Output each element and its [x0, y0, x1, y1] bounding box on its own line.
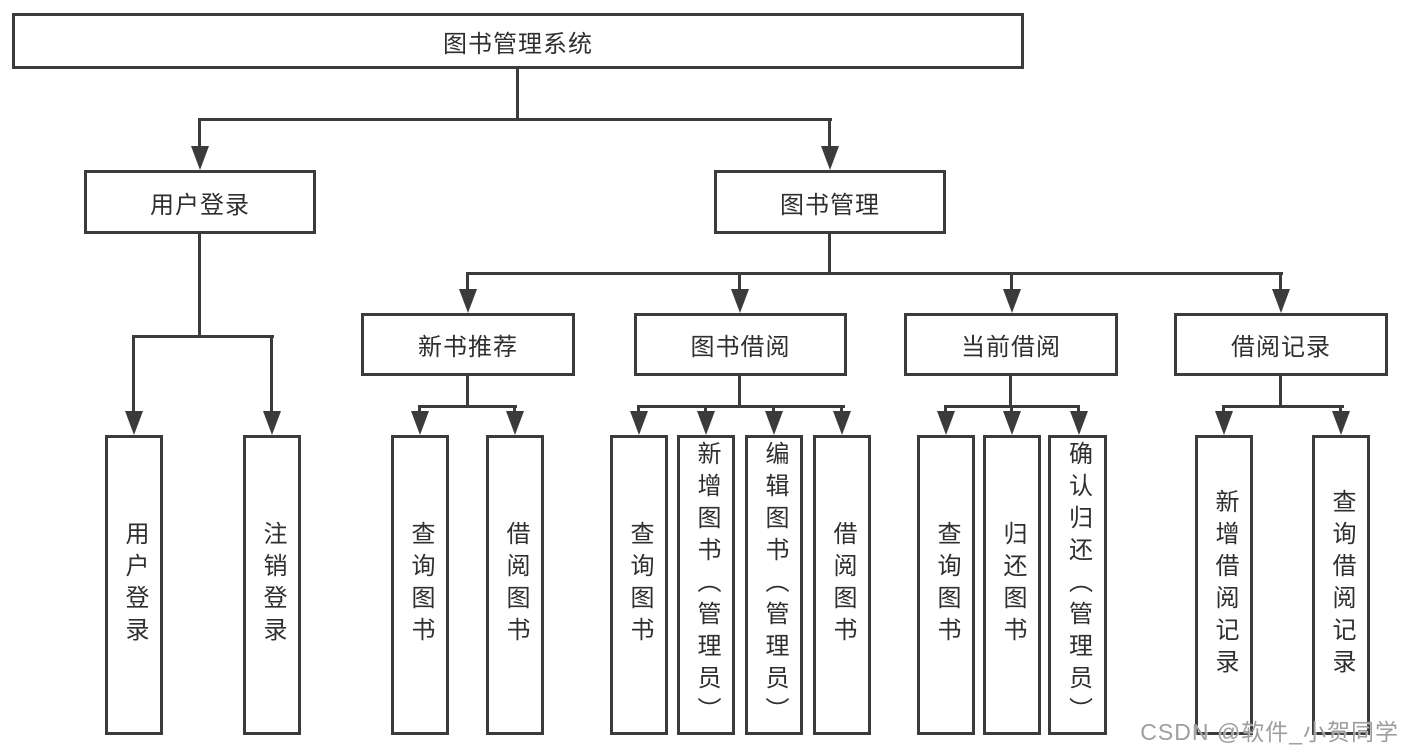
node-label: 注销登录: [259, 521, 286, 649]
line-v: [198, 234, 201, 335]
arrowhead: [125, 411, 143, 435]
node-label: 图书借阅: [690, 334, 791, 361]
arrowhead: [1215, 411, 1233, 435]
line-v: [944, 405, 947, 415]
leaf-user-login: 用户登录: [105, 435, 163, 735]
line-v: [1010, 272, 1013, 292]
line-v: [1222, 405, 1225, 415]
node-label: 借阅记录: [1231, 334, 1331, 361]
leaf-add-books-admin: 新增图书（管理员）: [677, 435, 735, 735]
line-v: [418, 405, 421, 415]
node-new-book-recommendation: 新书推荐: [361, 313, 575, 376]
line-v: [840, 405, 843, 415]
arrowhead: [937, 411, 955, 435]
line-v: [466, 272, 469, 292]
arrowhead: [765, 411, 783, 435]
line-v: [516, 69, 519, 118]
arrowhead: [731, 289, 749, 313]
line-v: [513, 405, 516, 415]
leaf-query-books-borrowing: 查询图书: [610, 435, 668, 735]
leaf-query-borrow-record: 查询借阅记录: [1312, 435, 1370, 735]
line-v: [772, 405, 775, 415]
line-h: [418, 405, 517, 408]
line-v: [1339, 405, 1342, 415]
node-label: 新书推荐: [418, 334, 518, 361]
node-book-borrowing: 图书借阅: [634, 313, 847, 376]
leaf-borrow-books-recommend: 借阅图书: [486, 435, 544, 735]
line-h: [132, 335, 274, 338]
node-book-management: 图书管理: [714, 170, 946, 234]
line-h: [466, 272, 1283, 275]
line-v: [1010, 405, 1013, 415]
arrowhead: [630, 411, 648, 435]
arrowhead: [191, 146, 209, 170]
arrowhead: [1003, 411, 1021, 435]
leaf-add-borrow-record: 新增借阅记录: [1195, 435, 1253, 735]
node-label: 当前借阅: [961, 334, 1061, 361]
line-v: [828, 234, 831, 272]
node-label: 归还图书: [999, 521, 1026, 649]
node-label: 查询图书: [933, 521, 960, 649]
arrowhead: [1332, 411, 1350, 435]
node-label: 确认归还（管理员）: [1064, 441, 1092, 729]
arrowhead: [1003, 289, 1021, 313]
line-v: [1279, 272, 1282, 292]
node-borrowing-records: 借阅记录: [1174, 313, 1388, 376]
line-v: [466, 376, 469, 408]
node-label: 用户登录: [150, 191, 250, 219]
arrowhead: [506, 411, 524, 435]
line-h: [198, 118, 832, 121]
arrowhead: [1070, 411, 1088, 435]
arrowhead: [459, 289, 477, 313]
arrowhead: [263, 411, 281, 435]
leaf-logout: 注销登录: [243, 435, 301, 735]
line-v: [1279, 376, 1282, 408]
line-v: [1009, 376, 1012, 408]
node-label: 查询图书: [407, 521, 434, 649]
line-v: [738, 272, 741, 292]
line-v: [828, 118, 831, 148]
line-h: [1222, 405, 1344, 408]
node-label: 图书管理: [780, 191, 880, 219]
leaf-confirm-return-admin: 确认归还（管理员）: [1048, 435, 1107, 735]
node-label: 借阅图书: [502, 521, 529, 649]
line-v: [738, 376, 741, 408]
node-label: 新增图书（管理员）: [693, 441, 720, 729]
line-h: [637, 405, 845, 408]
line-v: [132, 335, 135, 413]
node-label: 图书管理系统: [443, 30, 593, 58]
line-v: [198, 118, 201, 148]
node-label: 查询图书: [626, 521, 653, 649]
node-label: 新增借阅记录: [1211, 489, 1238, 681]
node-current-borrowing: 当前借阅: [904, 313, 1118, 376]
leaf-return-books: 归还图书: [983, 435, 1041, 735]
node-user-login: 用户登录: [84, 170, 316, 234]
arrowhead: [697, 411, 715, 435]
node-label: 借阅图书: [829, 521, 856, 649]
leaf-query-books-recommend: 查询图书: [391, 435, 449, 735]
csdn-watermark: CSDN @软件_小贺同学: [1140, 719, 1399, 745]
leaf-edit-books-admin: 编辑图书（管理员）: [745, 435, 803, 735]
leaf-query-books-current: 查询图书: [917, 435, 975, 735]
node-label: 查询借阅记录: [1328, 489, 1355, 681]
arrowhead: [1272, 289, 1290, 313]
node-label: 用户登录: [121, 521, 148, 649]
line-v: [637, 405, 640, 415]
arrowhead: [833, 411, 851, 435]
line-v: [704, 405, 707, 415]
line-v: [1077, 405, 1080, 415]
arrowhead: [821, 146, 839, 170]
node-label: 编辑图书（管理员）: [761, 441, 788, 729]
arrowhead: [411, 411, 429, 435]
line-v: [270, 335, 273, 413]
node-root-library-management-system: 图书管理系统: [12, 13, 1024, 69]
leaf-borrow-books: 借阅图书: [813, 435, 871, 735]
